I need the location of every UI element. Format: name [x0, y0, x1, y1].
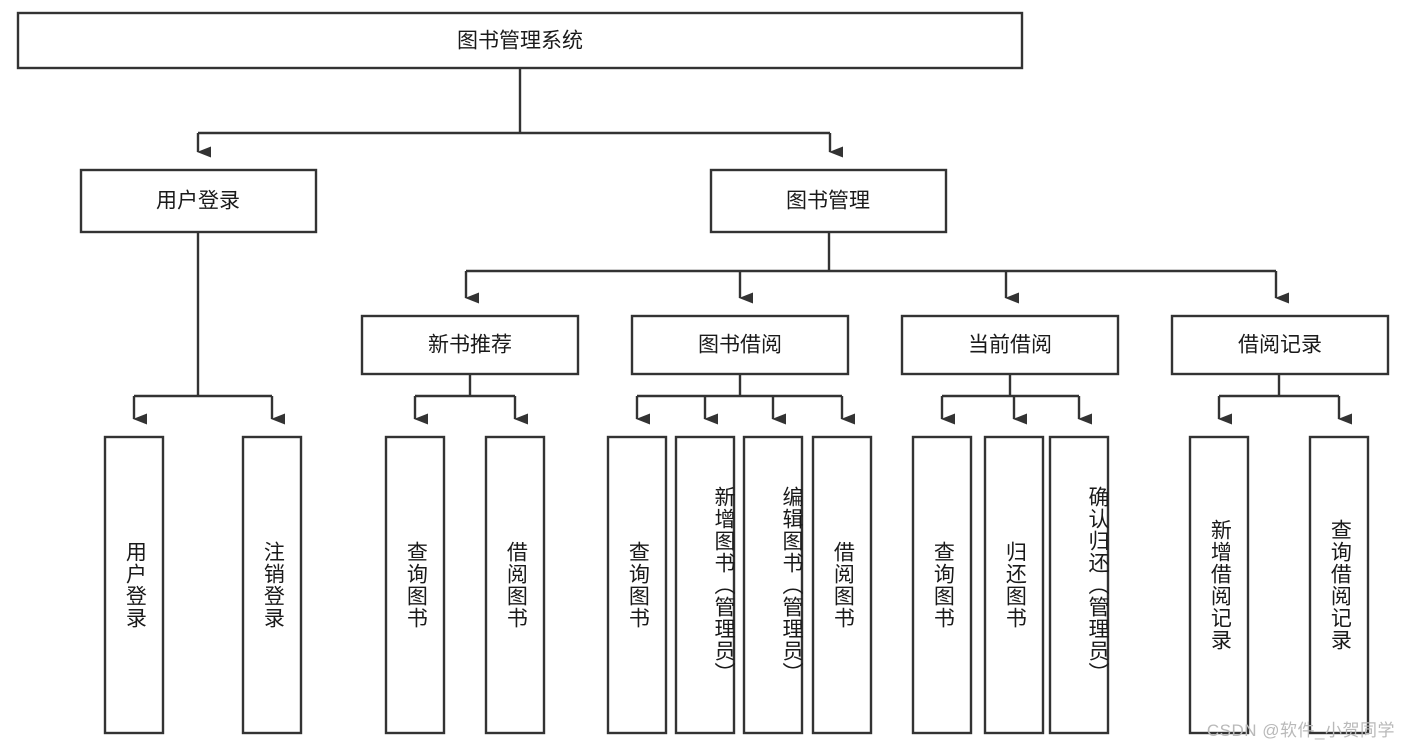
node-user-login-label: 用户登录 — [156, 190, 240, 213]
node-user-login-box — [79, 168, 318, 234]
node-book-management[interactable]: 图书管理 — [709, 168, 948, 234]
leaf-box-borrow-book-nb[interactable] — [484, 435, 546, 735]
leaf-box-return-book[interactable] — [983, 435, 1045, 735]
connector-group-borrow-record — [1217, 374, 1352, 425]
connector-group-user-login — [132, 232, 285, 425]
node-root-system-box — [16, 11, 1024, 70]
leaf-box-confirm-return-admin[interactable] — [1048, 435, 1110, 735]
leaf-box-borrow-book-bb[interactable] — [811, 435, 873, 735]
node-current-borrow[interactable]: 当前借阅 — [900, 314, 1120, 376]
node-book-borrow[interactable]: 图书借阅 — [630, 314, 850, 376]
connector-group-book-manage — [464, 232, 1289, 304]
node-current-borrow-label: 当前借阅 — [968, 334, 1052, 357]
csdn-watermark: CSDN @软件_小贺同学 — [1206, 721, 1395, 740]
node-current-borrow-box — [900, 314, 1120, 376]
node-book-borrow-box — [630, 314, 850, 376]
leaf-box-query-borrow-record[interactable] — [1308, 435, 1370, 735]
node-borrow-record-box — [1170, 314, 1390, 376]
leaf-box-query-book-bb[interactable] — [606, 435, 668, 735]
node-book-management-label: 图书管理 — [786, 190, 870, 213]
connector-group-new-book — [413, 374, 528, 425]
node-root-system[interactable]: 图书管理系统 — [16, 11, 1024, 70]
leaf-box-query-book-cb[interactable] — [911, 435, 973, 735]
leaf-box-query-book-nb[interactable] — [384, 435, 446, 735]
leaf-box-add-borrow-record[interactable] — [1188, 435, 1250, 735]
leaf-box-add-book-admin[interactable] — [674, 435, 736, 735]
connector-group-book-borrow — [635, 374, 855, 425]
leaf-boxes-group — [103, 435, 1370, 735]
leaf-box-user-login[interactable] — [103, 435, 165, 735]
leaf-box-edit-book-admin[interactable] — [742, 435, 804, 735]
node-new-book-recommend-box — [360, 314, 580, 376]
node-book-management-box — [709, 168, 948, 234]
node-borrow-record[interactable]: 借阅记录 — [1170, 314, 1390, 376]
leaf-box-logout-login[interactable] — [241, 435, 303, 735]
connector-group-current-borrow — [940, 374, 1092, 425]
node-new-book-recommend-label: 新书推荐 — [428, 334, 512, 357]
node-user-login[interactable]: 用户登录 — [79, 168, 318, 234]
node-borrow-record-label: 借阅记录 — [1238, 334, 1322, 357]
connector-group-root — [196, 68, 843, 158]
node-root-system-label: 图书管理系统 — [457, 30, 583, 53]
node-book-borrow-label: 图书借阅 — [698, 334, 782, 357]
node-new-book-recommend[interactable]: 新书推荐 — [360, 314, 580, 376]
